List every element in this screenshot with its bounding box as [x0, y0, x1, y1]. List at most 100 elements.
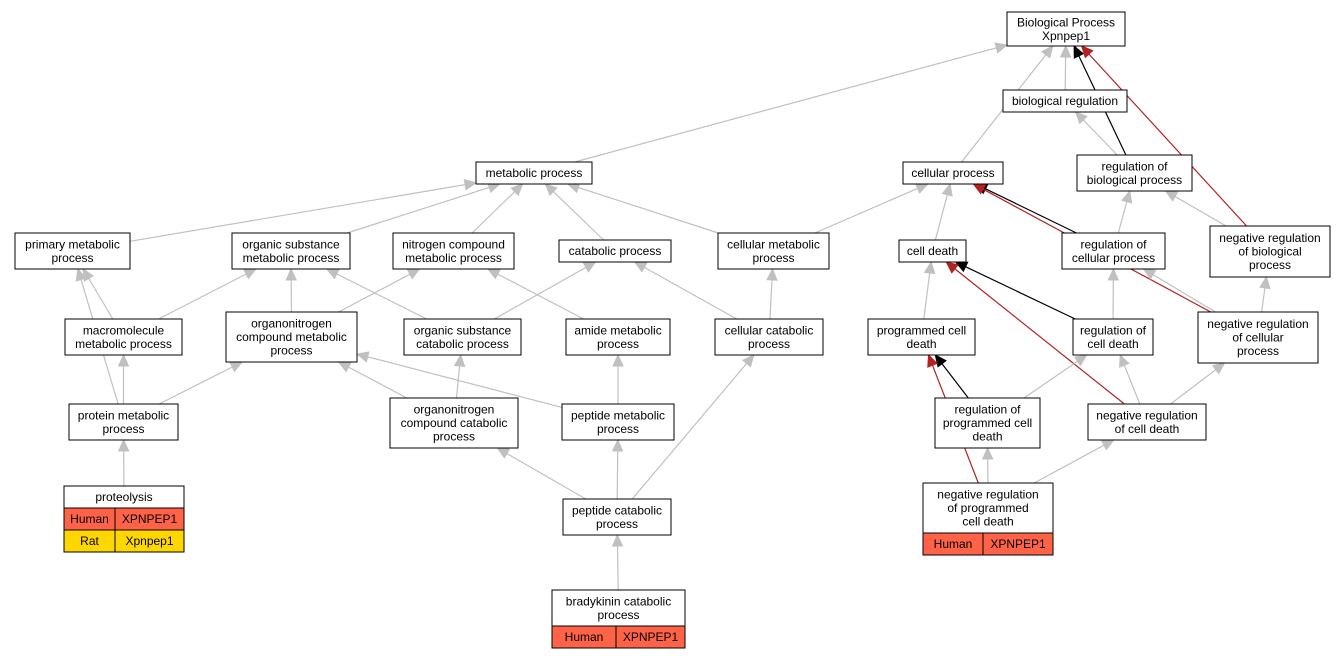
edge-organonitrogen-compound-metabolic-process-to-organic-substance-metabolic-process [285, 267, 297, 313]
node-label-line: of cellular [1232, 331, 1283, 345]
node-metabolic-process[interactable]: metabolic process [475, 161, 593, 185]
species-label: Human [565, 630, 604, 644]
edge-line [455, 365, 461, 399]
node-label-line: negative regulation [1219, 231, 1320, 245]
node-label-line: regulation of [1080, 237, 1147, 251]
edge-line [1088, 53, 1248, 227]
node-label-line: cell death [907, 244, 958, 258]
edge-line [965, 266, 1076, 320]
edge-arrowhead [1121, 189, 1133, 204]
node-label-line: regulation of [1101, 159, 1168, 173]
node-label-line: cellular catabolic [725, 323, 814, 337]
node-label-line: Biological Process [1017, 15, 1115, 29]
node-cellular-process[interactable]: cellular process [902, 161, 1004, 185]
node-label-line: biological process [1087, 173, 1182, 187]
edge-line [1170, 369, 1217, 405]
node-label-line: process [748, 337, 790, 351]
edge-metabolic-process-to-bp [574, 42, 1009, 163]
node-label-line: negative regulation [937, 488, 1038, 502]
node-box [922, 482, 1054, 534]
edge-cellular-metabolic-process-to-cellular-process [814, 183, 929, 234]
edge-arrowhead [1074, 111, 1088, 125]
node-box [1002, 89, 1128, 113]
node-label-line: macromolecule [83, 323, 165, 337]
edge-line [954, 268, 1125, 405]
node-label-line: primary metabolic [25, 237, 120, 251]
gene-label: XPNPEP1 [122, 512, 178, 526]
node-label-line: proteolysis [95, 490, 152, 504]
node-label-line: death [972, 430, 1002, 444]
node-label-line: process [270, 344, 312, 358]
edge-organic-substance-catabolic-process-to-catabolic-process [494, 261, 597, 320]
node-cell-death[interactable]: cell death [898, 239, 967, 263]
gene-cell [114, 529, 185, 553]
node-label-line: cellular metabolic [727, 237, 820, 251]
edge-arrowhead [633, 261, 648, 273]
edge-arrowhead [1040, 45, 1054, 59]
node-label-line: of biological [1238, 245, 1301, 259]
edge-peptide-metabolic-process-to-organonitrogen-compound-metabolic-process [355, 351, 563, 408]
node-box [898, 239, 967, 263]
node-box [867, 318, 976, 356]
edge-regulation-of-cellular-process-to-cellular-process [974, 183, 1077, 234]
node-label-line: organic substance [242, 237, 340, 251]
edge-line [494, 266, 587, 320]
edge-line [158, 366, 233, 405]
node-box [389, 397, 519, 449]
node-label-line: organonitrogen [251, 317, 332, 331]
node-label-line: peptide catabolic [572, 503, 662, 517]
node-biological-regulation[interactable]: biological regulation [1002, 89, 1128, 113]
node-label-line: negative regulation [1207, 317, 1308, 331]
edge-cellular-catabolic-process-to-catabolic-process [633, 261, 738, 320]
gene-cell [615, 625, 686, 649]
edge-line [934, 194, 948, 241]
edge-arrowhead [229, 361, 244, 373]
edge-arrowhead [954, 261, 969, 273]
edge-peptide-catabolic-process-to-cellular-catabolic-process [631, 354, 755, 500]
edge-line [1117, 201, 1128, 234]
edge-arrowhead [544, 183, 558, 197]
edge-arrowhead [337, 361, 352, 373]
edge-line [471, 191, 516, 234]
node-box [1209, 225, 1331, 278]
edge-arrowhead [945, 261, 959, 274]
edge-arrowhead [325, 268, 340, 280]
edge-peptide-metabolic-process-to-amide-metabolic-process [612, 353, 624, 404]
node-catabolic-process[interactable]: catabolic process [558, 239, 672, 263]
edge-arrowhead [611, 438, 624, 452]
edge-negative-regulation-of-programmed-cell-death-to-regulation-of-programmed-cell-death [981, 446, 994, 484]
edge-arrowhead [1080, 45, 1094, 59]
edge-arrowhead [75, 267, 87, 282]
edge-cellular-metabolic-process-to-metabolic-process [566, 182, 719, 234]
edge-line [644, 266, 738, 320]
node-label-line: programmed cell [943, 416, 1032, 430]
